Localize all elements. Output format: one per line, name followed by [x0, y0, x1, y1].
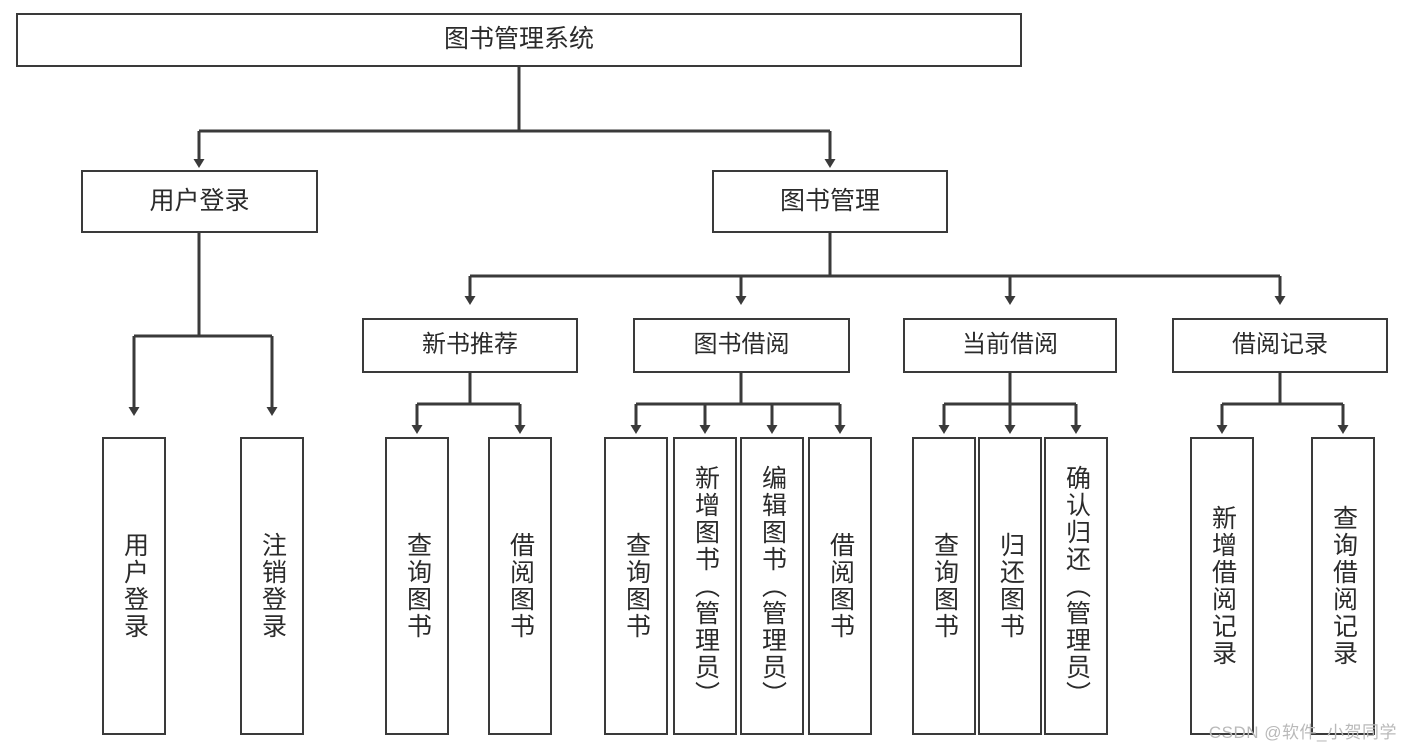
node-label: 新书推荐 — [422, 331, 518, 359]
node-book-management[interactable]: 图书管理 — [712, 170, 948, 233]
leaf-add-book-admin[interactable]: 新增图书（管理员） — [673, 437, 737, 735]
node-borrow-record[interactable]: 借阅记录 — [1172, 318, 1388, 373]
leaf-confirm-return-admin[interactable]: 确认归还（管理员） — [1044, 437, 1108, 735]
node-root-system[interactable]: 图书管理系统 — [16, 13, 1022, 67]
node-label: 查询图书 — [930, 532, 959, 640]
leaf-query-borrow-record[interactable]: 查询借阅记录 — [1311, 437, 1375, 735]
leaf-borrow-book[interactable]: 借阅图书 — [808, 437, 872, 735]
node-label: 新增借阅记录 — [1208, 505, 1237, 667]
node-label: 借阅图书 — [826, 532, 855, 640]
node-user-login[interactable]: 用户登录 — [81, 170, 318, 233]
node-label: 编辑图书（管理员） — [758, 464, 787, 708]
leaf-query-book-recommend[interactable]: 查询图书 — [385, 437, 449, 735]
node-label: 查询借阅记录 — [1329, 505, 1358, 667]
node-label: 查询图书 — [403, 532, 432, 640]
leaf-user-login[interactable]: 用户登录 — [102, 437, 166, 735]
node-label: 用户登录 — [149, 186, 250, 215]
node-label: 借阅记录 — [1232, 331, 1328, 359]
node-label: 新增图书（管理员） — [691, 464, 720, 708]
csdn-watermark: CSDN @软件_小贺同学 — [1208, 723, 1397, 742]
leaf-query-book-current[interactable]: 查询图书 — [912, 437, 976, 735]
leaf-query-book[interactable]: 查询图书 — [604, 437, 668, 735]
node-current-borrow[interactable]: 当前借阅 — [903, 318, 1117, 373]
node-label: 图书管理系统 — [443, 25, 594, 54]
leaf-logout[interactable]: 注销登录 — [240, 437, 304, 735]
node-label: 注销登录 — [258, 532, 287, 640]
node-label: 归还图书 — [996, 532, 1025, 640]
leaf-return-book[interactable]: 归还图书 — [978, 437, 1042, 735]
node-book-borrow[interactable]: 图书借阅 — [633, 318, 850, 373]
node-new-book-recommend[interactable]: 新书推荐 — [362, 318, 578, 373]
node-label: 图书借阅 — [693, 331, 790, 359]
node-label: 用户登录 — [120, 532, 149, 640]
leaf-add-borrow-record[interactable]: 新增借阅记录 — [1190, 437, 1254, 735]
node-label: 借阅图书 — [506, 532, 535, 640]
node-label: 图书管理 — [779, 186, 880, 215]
node-label: 查询图书 — [622, 532, 651, 640]
leaf-borrow-book-recommend[interactable]: 借阅图书 — [488, 437, 552, 735]
leaf-edit-book-admin[interactable]: 编辑图书（管理员） — [740, 437, 804, 735]
node-label: 当前借阅 — [962, 331, 1058, 359]
node-label: 确认归还（管理员） — [1062, 464, 1091, 708]
